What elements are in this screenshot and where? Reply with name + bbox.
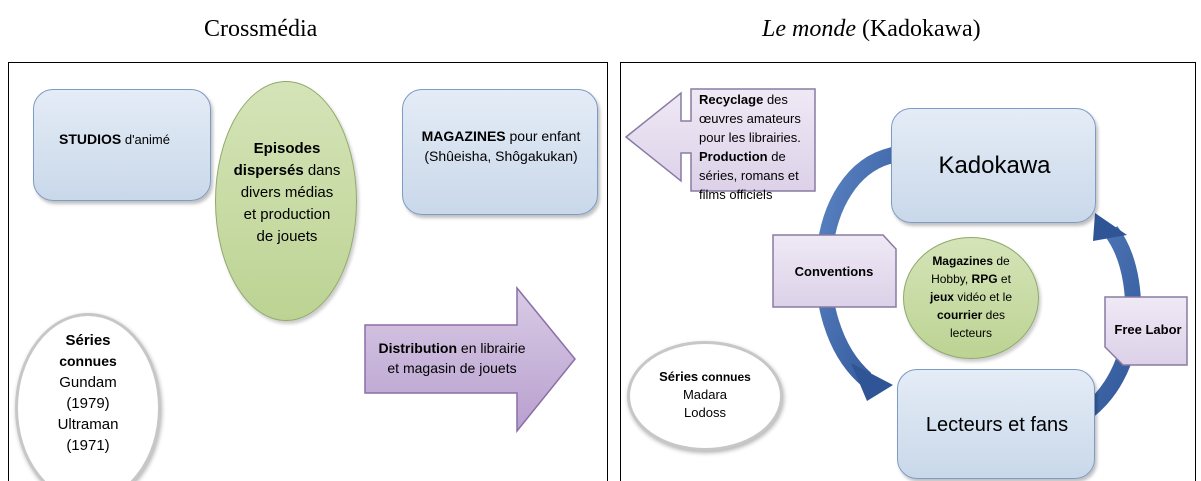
magazines-box: MAGAZINES pour enfant (Shûeisha, Shôgaku… [402,89,598,215]
recyclage-arrow [624,88,816,192]
lecteurs-box: Lecteurs et fans [897,369,1095,479]
distribution-arrow [364,285,576,434]
right-panel: Recyclage des œuvres amateurs pour les l… [620,62,1196,481]
left-diagram-title: Crossmédia [204,16,318,42]
magazines-ellipse: Magazines de Hobby, RPG et jeux vidéo et… [903,237,1039,359]
right-diagram-title: Le monde (Kadokawa) [762,16,981,42]
series-ellipse-right: Séries connues Madara Lodoss [627,341,783,451]
series-ellipse: Séries connues Gundam (1979) Ultraman (1… [15,313,161,481]
free-labor-label: Free Labor [1114,322,1182,337]
distribution-label: Distribution en librairie et magasin de … [378,340,526,376]
recyclage-label: Recyclage des œuvres amateurs pour les l… [699,92,801,202]
conventions-label: Conventions [794,264,874,279]
left-panel: STUDIOS d'animé Episodes dispersés dans … [8,62,608,481]
episodes-ellipse: Episodes dispersés dans divers médias et… [215,81,357,321]
studios-box: STUDIOS d'animé [33,89,211,201]
kadokawa-box: Kadokawa [891,108,1096,223]
cycle-arrows [624,88,1188,439]
